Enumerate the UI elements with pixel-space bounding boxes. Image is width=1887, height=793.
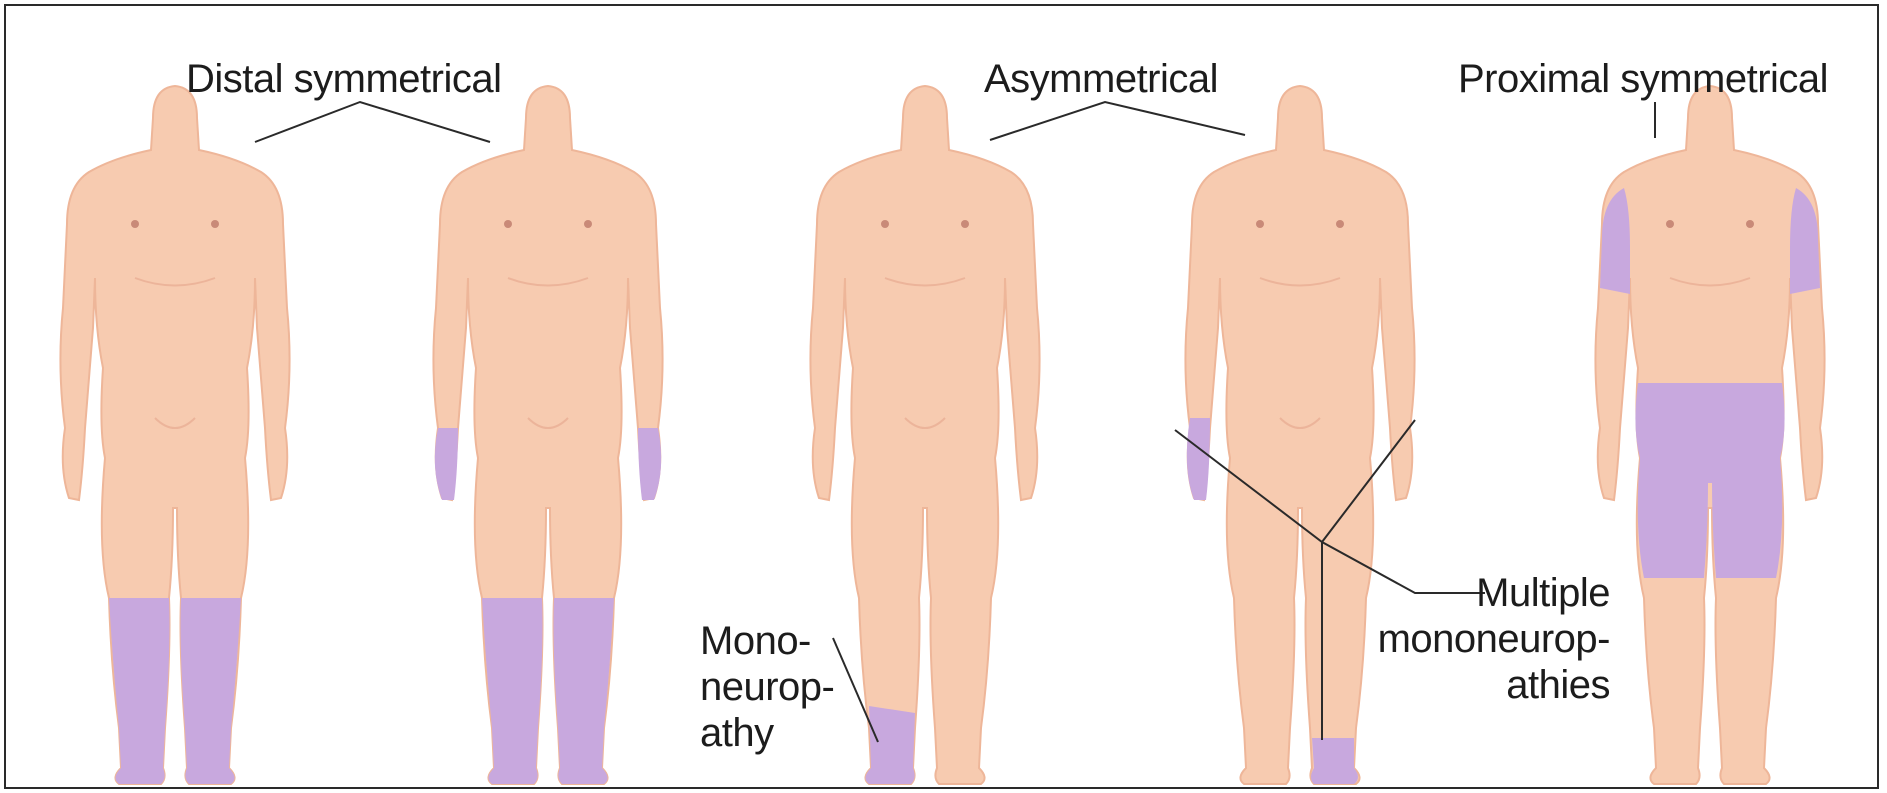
figure-distal-1 xyxy=(60,86,289,784)
label-multiple-line-3: athies xyxy=(1378,662,1610,708)
label-mononeuropathy: Mono- neurop- athy xyxy=(700,618,834,756)
figure-mononeuropathy xyxy=(810,86,1039,784)
label-asymmetrical: Asymmetrical xyxy=(984,56,1218,102)
label-multiple-line-2: mononeurop- xyxy=(1378,616,1610,662)
label-distal-symmetrical: Distal symmetrical xyxy=(186,56,501,102)
figure-distal-2 xyxy=(433,86,662,784)
figure-proximal xyxy=(1595,86,1824,784)
label-multiple-mononeuropathies: Multiple mononeurop- athies xyxy=(1378,570,1610,708)
label-proximal-symmetrical: Proximal symmetrical xyxy=(1458,56,1828,102)
label-mono-line-2: neurop- xyxy=(700,664,834,710)
label-mono-line-3: athy xyxy=(700,710,834,756)
label-multiple-line-1: Multiple xyxy=(1378,570,1610,616)
label-mono-line-1: Mono- xyxy=(700,618,834,664)
